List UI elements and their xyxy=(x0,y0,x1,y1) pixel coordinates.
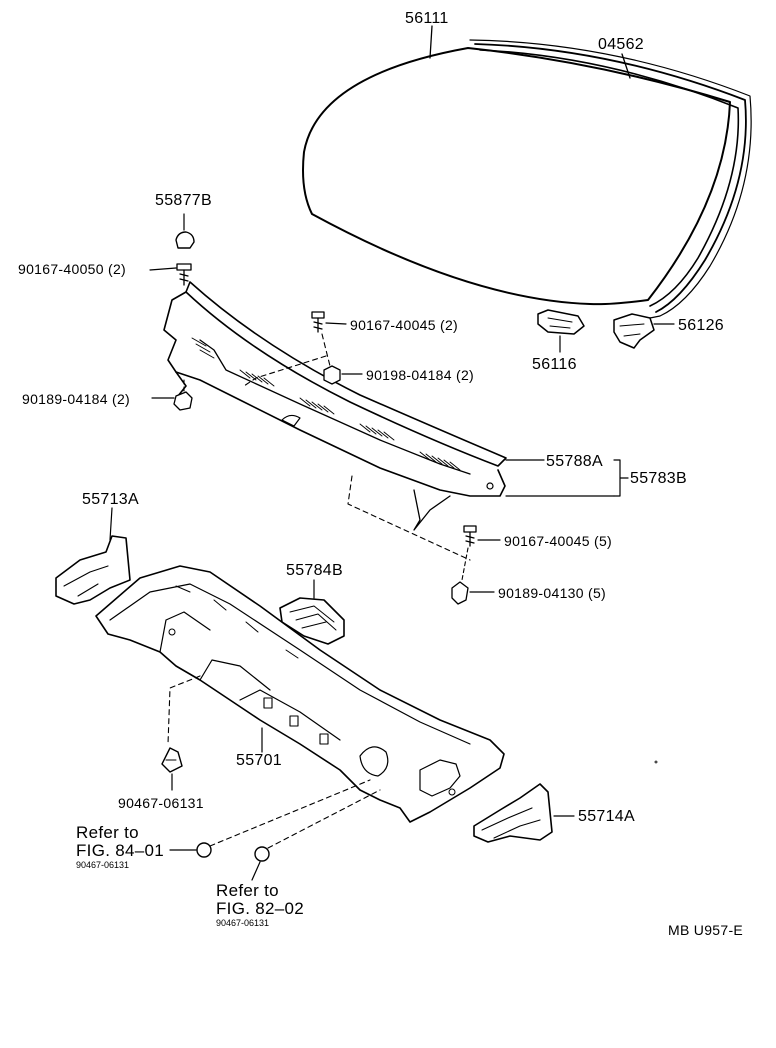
windshield-glass xyxy=(302,47,731,306)
cap-55877B xyxy=(175,231,195,249)
reference-line1: Refer to xyxy=(76,823,139,842)
label-04562: 04562 xyxy=(598,36,644,53)
label-90167-40045-b: 90167-40045 (5) xyxy=(504,533,613,549)
windshield-molding-edge xyxy=(469,39,752,319)
label-90167-40045-a: 90167-40045 (2) xyxy=(350,317,459,333)
reference-line1: Refer to xyxy=(216,881,279,900)
bracket-55783B xyxy=(613,459,629,497)
label-56126: 56126 xyxy=(678,317,724,334)
label-55788A: 55788A xyxy=(546,453,603,470)
reference-code: 90467-06131 xyxy=(216,918,270,928)
panel-55713A xyxy=(55,535,131,605)
label-55877B: 55877B xyxy=(155,192,212,209)
leader-04562 xyxy=(621,53,631,79)
screw-90167-40050 xyxy=(176,263,192,286)
grommet-fig-82-02 xyxy=(254,846,270,862)
label-56111: 56111 xyxy=(405,10,449,27)
screw-90167-40045-b xyxy=(463,525,477,547)
label-90167-40050: 90167-40050 (2) xyxy=(18,261,127,277)
bracket-56126 xyxy=(613,313,655,349)
label-90189-04184: 90189-04184 (2) xyxy=(22,391,131,407)
panel-55714A xyxy=(473,783,553,843)
screw-90167-40045-a xyxy=(311,311,325,333)
windshield-molding xyxy=(474,43,747,313)
reference-code: 90467-06131 xyxy=(76,860,130,870)
bracket-56116 xyxy=(537,309,585,335)
leader-56111 xyxy=(429,25,433,59)
drawing-id: MB U957-E xyxy=(668,922,744,938)
windshield-molding-inner xyxy=(479,49,740,307)
label-90198-04184: 90198-04184 (2) xyxy=(366,367,475,383)
label-55784B: 55784B xyxy=(286,562,343,579)
label-55701: 55701 xyxy=(236,752,282,769)
reference-fig-82-02: Refer to FIG. 82–02 90467-06131 xyxy=(216,881,305,929)
reference-line2: FIG. 84–01 xyxy=(76,841,165,860)
nut-90189-04130 xyxy=(451,581,469,605)
nut-90189-04184 xyxy=(173,391,193,411)
label-55783B: 55783B xyxy=(630,470,687,487)
clip-90467-06131 xyxy=(161,747,183,773)
label-90467-06131: 90467-06131 xyxy=(118,795,204,811)
reference-fig-84-01: Refer to FIG. 84–01 90467-06131 xyxy=(76,823,165,871)
label-55714A: 55714A xyxy=(578,808,635,825)
cowl-panel-55701 xyxy=(95,565,505,823)
label-56116: 56116 xyxy=(532,356,577,373)
grommet-fig-84-01 xyxy=(196,842,212,858)
label-55713A: 55713A xyxy=(82,491,139,508)
nut-90198-04184 xyxy=(323,365,341,385)
reference-line2: FIG. 82–02 xyxy=(216,899,305,918)
label-90189-04130: 90189-04130 (5) xyxy=(498,585,607,601)
